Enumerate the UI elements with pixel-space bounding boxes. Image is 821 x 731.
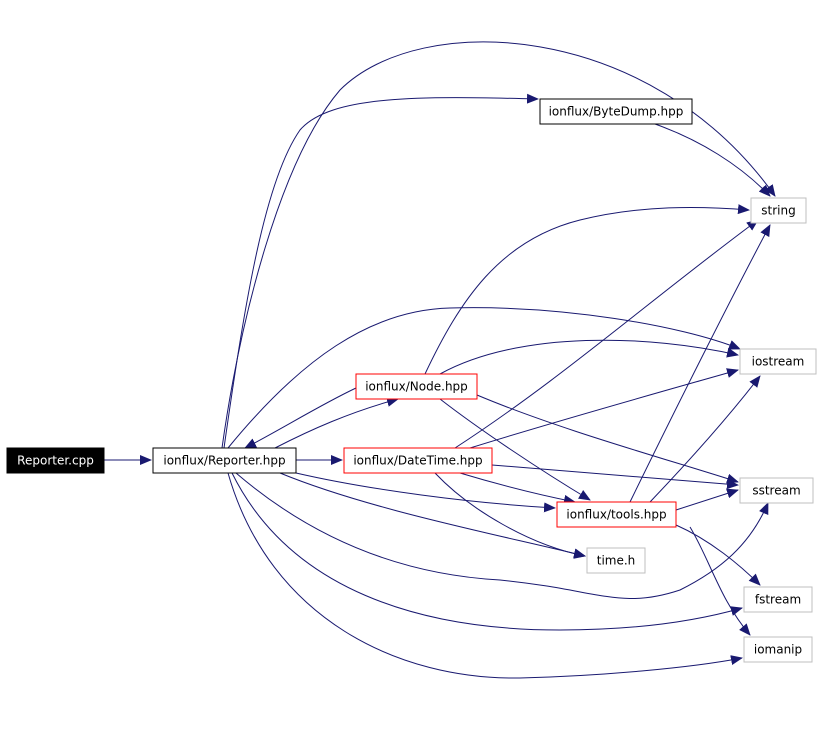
node-iostream: iostream [739, 348, 817, 375]
node-box [152, 447, 297, 474]
node-label: Reporter.cpp [17, 454, 94, 468]
edge-reporter-hpp-to-sstream [235, 472, 769, 600]
edge-tools-hpp-to-sstream [675, 488, 739, 511]
edge-reporter-hpp-to-tools-hpp [295, 472, 556, 513]
edge-reporter-hpp-to-string [221, 41, 776, 449]
edge-node-hpp-to-iostream [439, 339, 739, 375]
node-node-hpp[interactable]: ionflux/Node.hpp [355, 373, 478, 400]
node-box [739, 477, 814, 504]
edge-node-hpp-to-sstream [476, 394, 739, 484]
node-label: string [761, 204, 795, 218]
node-reporter-hpp[interactable]: ionflux/Reporter.hpp [152, 447, 297, 474]
node-label: ionflux/tools.hpp [566, 508, 666, 522]
node-box [343, 447, 493, 474]
node-box [750, 197, 807, 224]
edge-datetime-hpp-to-string [454, 219, 759, 449]
edge-tools-hpp-to-iomanip [689, 526, 751, 636]
node-datetime-hpp[interactable]: ionflux/DateTime.hpp [343, 447, 493, 474]
edge-tools-hpp-to-iostream [649, 375, 761, 503]
node-box [355, 373, 478, 400]
node-label: time.h [597, 554, 636, 568]
node-time-h: time.h [586, 547, 646, 574]
node-label: ionflux/ByteDump.hpp [549, 105, 684, 119]
edge-datetime-hpp-to-tools-hpp [459, 472, 576, 505]
node-label: ionflux/Node.hpp [365, 380, 468, 394]
edge-datetime-hpp-to-time-h [434, 472, 586, 559]
edge-reporter-hpp-to-node-hpp [274, 397, 399, 449]
node-fstream: fstream [743, 586, 813, 613]
node-label: sstream [752, 484, 800, 498]
edge-reporter-hpp-to-fstream [231, 472, 743, 631]
node-label: ionflux/Reporter.hpp [163, 454, 285, 468]
node-bytedump-hpp[interactable]: ionflux/ByteDump.hpp [539, 98, 693, 125]
edge-reporter-hpp-to-iomanip [227, 472, 743, 679]
node-box [556, 501, 677, 528]
node-label: iomanip [754, 643, 802, 657]
node-string: string [750, 197, 807, 224]
edge-datetime-hpp-to-iostream [469, 368, 739, 449]
node-layer: Reporter.cpp ionflux/Reporter.hpp ionflux/… [6, 98, 817, 663]
node-box [743, 636, 813, 663]
node-reporter-cpp[interactable]: Reporter.cpp [6, 447, 105, 474]
node-label: ionflux/DateTime.hpp [353, 454, 482, 468]
node-box [743, 586, 813, 613]
edge-tools-hpp-to-fstream [675, 524, 761, 586]
edge-layer [104, 41, 776, 679]
node-box [6, 447, 105, 474]
edge-bytedump-hpp-to-string [654, 123, 771, 197]
node-sstream: sstream [739, 477, 814, 504]
edge-reporter-hpp-to-iostream [227, 307, 741, 449]
node-iomanip: iomanip [743, 636, 813, 663]
edge-tools-hpp-to-string [629, 224, 771, 503]
node-label: fstream [755, 593, 801, 607]
node-box [586, 547, 646, 574]
edge-node-hpp-to-string [424, 204, 750, 375]
node-box [739, 348, 817, 375]
node-tools-hpp[interactable]: ionflux/tools.hpp [556, 501, 677, 528]
edge-reporter-hpp-to-bytedump-hpp [223, 93, 539, 449]
edge-node-hpp-to-reporter-hpp [244, 387, 357, 449]
node-box [539, 98, 693, 125]
edge-node-hpp-to-tools-hpp [439, 398, 591, 501]
edge-datetime-hpp-to-sstream [491, 464, 739, 490]
edge-reporter-hpp-to-time-h [279, 472, 586, 559]
node-label: iostream [752, 355, 805, 369]
